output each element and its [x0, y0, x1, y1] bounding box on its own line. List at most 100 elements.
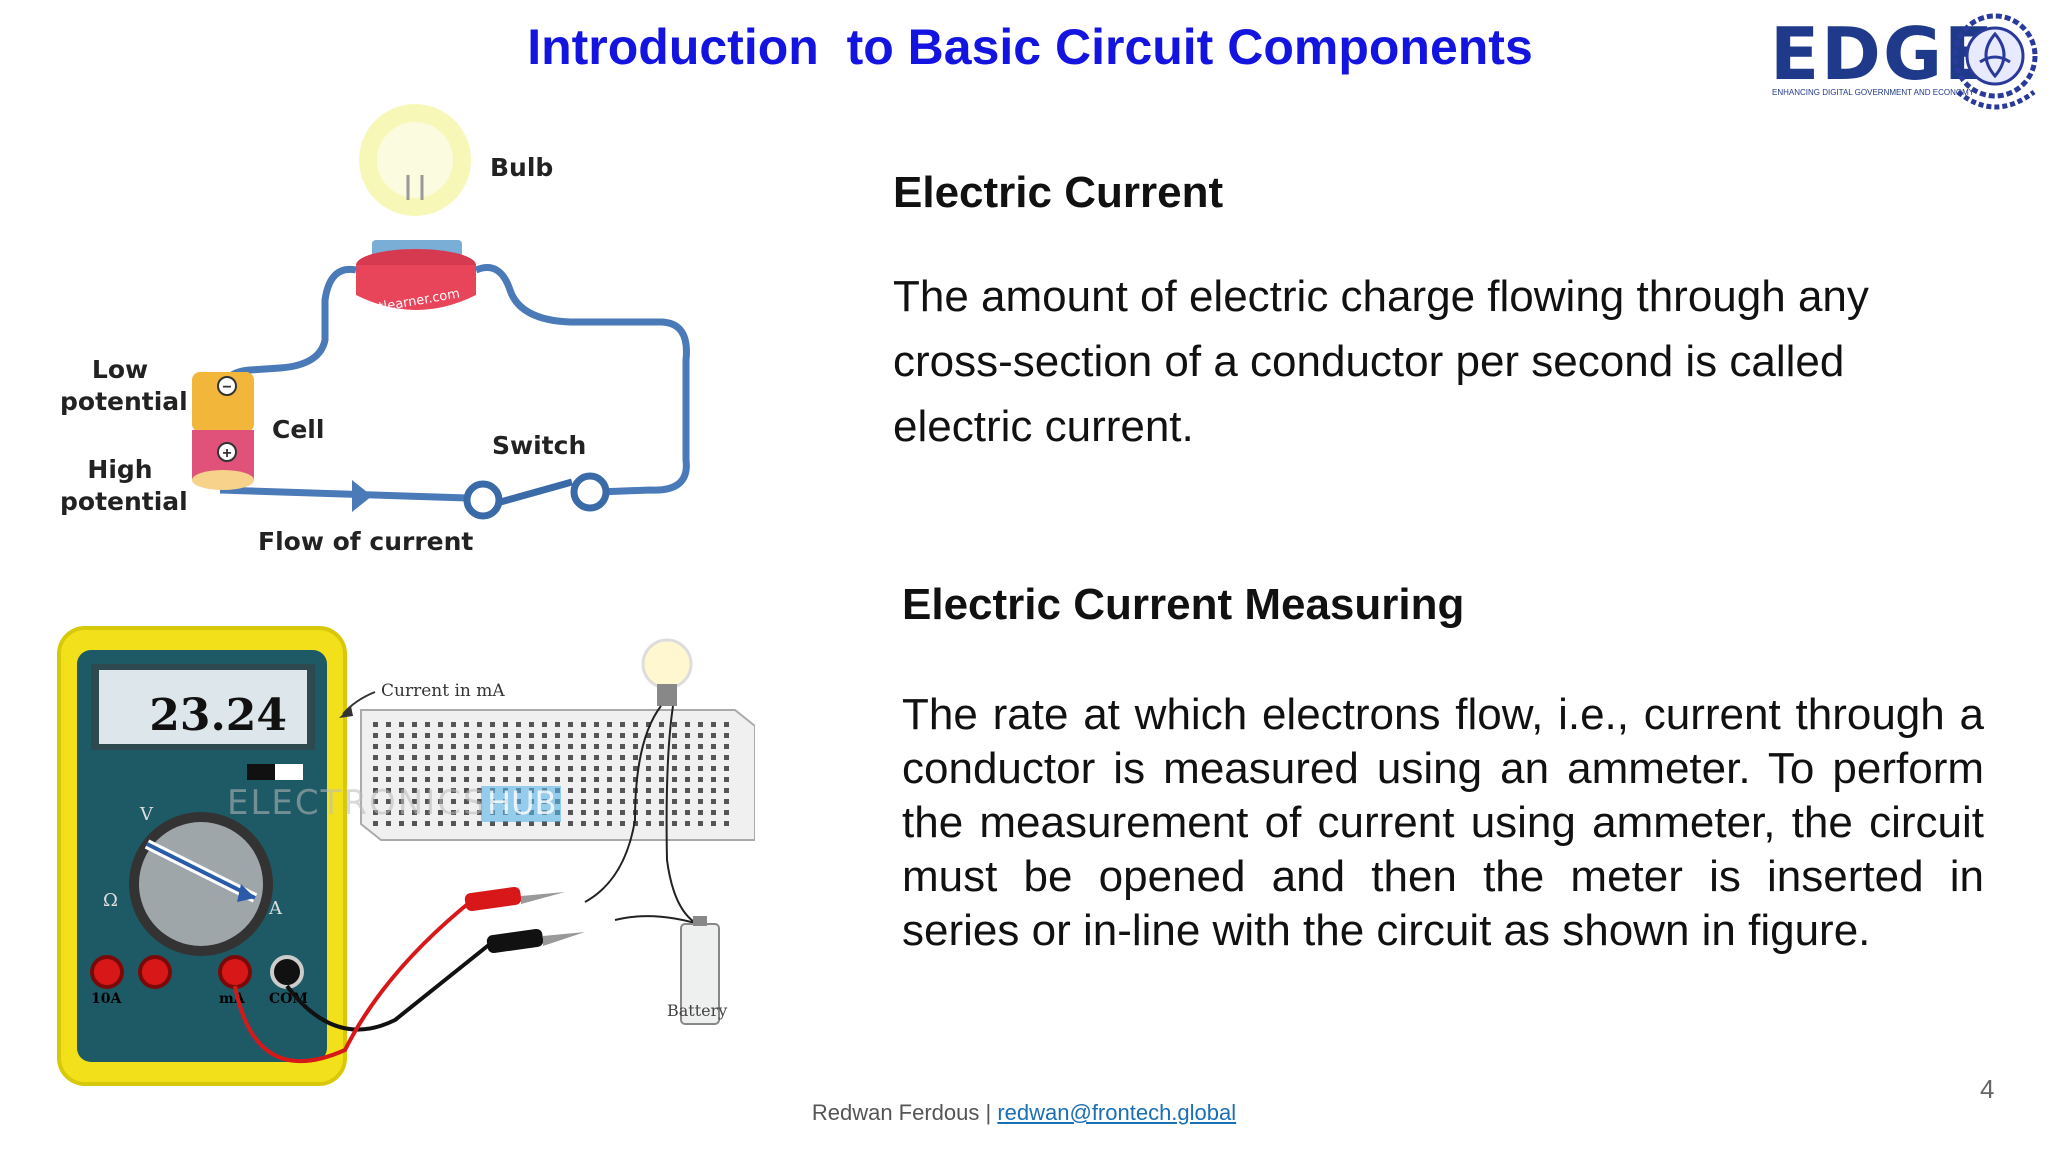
footer-author: Redwan Ferdous |	[811, 1100, 998, 1125]
red-lead	[233, 896, 477, 1064]
port-ma	[218, 955, 252, 989]
breadboard-hole	[438, 821, 443, 826]
breadboard-hole	[425, 744, 430, 749]
breadboard-hole	[711, 766, 716, 771]
breadboard-hole	[373, 810, 378, 815]
breadboard-hole	[646, 733, 651, 738]
breadboard-hole	[425, 810, 430, 815]
breadboard-hole	[373, 722, 378, 727]
breadboard-hole	[425, 799, 430, 804]
breadboard-hole	[516, 733, 521, 738]
breadboard-hole	[477, 788, 482, 793]
breadboard-hole	[386, 788, 391, 793]
breadboard-hole	[516, 777, 521, 782]
breadboard-hole	[438, 799, 443, 804]
breadboard-hole	[633, 821, 638, 826]
breadboard-hole	[373, 788, 378, 793]
breadboard-hole	[451, 744, 456, 749]
breadboard-hole	[503, 744, 508, 749]
port-10a	[90, 955, 124, 989]
breadboard-hole	[477, 810, 482, 815]
breadboard-hole	[672, 722, 677, 727]
cell-top	[192, 372, 254, 432]
breadboard-hole	[659, 799, 664, 804]
breadboard-hole	[581, 788, 586, 793]
meter-display	[99, 670, 307, 744]
red-probe	[464, 886, 522, 912]
breadboard-hole	[659, 766, 664, 771]
meter-dial	[139, 822, 263, 946]
breadboard-hole	[451, 766, 456, 771]
breadboard-hole	[646, 766, 651, 771]
breadboard-hole	[607, 821, 612, 826]
breadboard-hole	[412, 821, 417, 826]
breadboard-hole	[477, 755, 482, 760]
breadboard-hole	[568, 810, 573, 815]
black-probe	[486, 928, 544, 954]
breadboard-hole	[594, 744, 599, 749]
low-potential-label: Low potential	[60, 355, 188, 416]
definition-line-3: electric current.	[893, 402, 1194, 451]
cell-plus-sign: +	[222, 445, 231, 462]
wire-bottom	[219, 486, 469, 502]
breadboard-hole	[438, 788, 443, 793]
breadboard-hole	[542, 777, 547, 782]
breadboard-hole	[724, 799, 729, 804]
breadboard-hole	[646, 777, 651, 782]
breadboard-hole	[399, 766, 404, 771]
breadboard-hole	[477, 744, 482, 749]
breadboard	[360, 709, 755, 841]
breadboard-hole	[399, 755, 404, 760]
breadboard-hole	[412, 799, 417, 804]
bulb-filament	[406, 175, 424, 200]
breadboard-hole	[568, 788, 573, 793]
breadboard-hole	[529, 777, 534, 782]
breadboard-hole	[373, 766, 378, 771]
breadboard-hole	[503, 766, 508, 771]
breadboard-hole	[555, 744, 560, 749]
meter-switch-black	[247, 764, 275, 780]
footer-email-link[interactable]: redwan@frontech.global	[997, 1100, 1237, 1125]
breadboard-hole	[607, 766, 612, 771]
breadboard-hole	[516, 744, 521, 749]
breadboard-hole	[581, 733, 586, 738]
cell-minus-sign: −	[222, 379, 231, 396]
breadboard-hole	[503, 777, 508, 782]
breadboard-hole	[646, 722, 651, 727]
breadboard-hole	[698, 821, 703, 826]
breadboard-hole	[698, 788, 703, 793]
breadboard-hole	[672, 755, 677, 760]
breadboard-hole	[438, 722, 443, 727]
breadboard-hole	[529, 755, 534, 760]
dial-arrow-icon	[237, 884, 255, 902]
breadboard-hole	[490, 821, 495, 826]
breadboard-hole	[685, 821, 690, 826]
breadboard-hole	[633, 722, 638, 727]
port-com-label: COM	[269, 991, 308, 1007]
breadboard-hole	[477, 766, 482, 771]
breadboard-hole	[698, 810, 703, 815]
breadboard-hole	[477, 733, 482, 738]
breadboard-hole	[672, 788, 677, 793]
breadboard-hole	[581, 821, 586, 826]
cell-label: Cell	[272, 415, 325, 444]
breadboard-hole	[581, 755, 586, 760]
breadboard-hole	[711, 755, 716, 760]
breadboard-hole	[386, 744, 391, 749]
breadboard-hole	[711, 821, 716, 826]
breadboard-hole	[386, 810, 391, 815]
current-measuring-paragraph: The rate at which electrons flow, i.e., …	[902, 690, 1984, 955]
breadboard-hole	[399, 788, 404, 793]
breadboard-hole	[594, 821, 599, 826]
flow-label: Flow of current	[258, 527, 474, 556]
breadboard-hole	[594, 810, 599, 815]
breadboard-hole	[685, 810, 690, 815]
breadboard-hole	[607, 777, 612, 782]
breadboard-hole	[373, 755, 378, 760]
breadboard-hole	[594, 766, 599, 771]
breadboard-hole	[386, 733, 391, 738]
breadboard-hole	[425, 755, 430, 760]
breadboard-hole	[568, 733, 573, 738]
breadboard-hole	[620, 722, 625, 727]
breadboard-hole	[724, 744, 729, 749]
